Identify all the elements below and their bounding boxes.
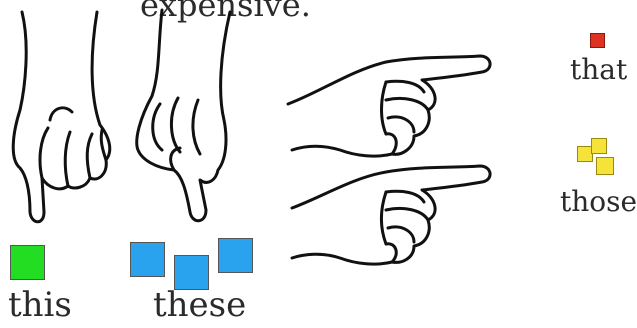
hand-pointing-down-icon [13,12,110,222]
yellow-square [591,138,607,154]
hand-pointing-right-icon [292,166,490,264]
red-square [590,33,605,48]
label-these: these [153,288,246,322]
hand-pointing-right-icon [288,56,490,156]
label-those: those [560,188,637,216]
hand-pointing-down-icon [137,10,230,221]
blue-square [218,238,253,273]
blue-square [130,242,165,277]
label-this: this [8,288,72,322]
label-that: that [570,56,627,84]
green-square [10,245,45,280]
yellow-square [596,157,614,175]
